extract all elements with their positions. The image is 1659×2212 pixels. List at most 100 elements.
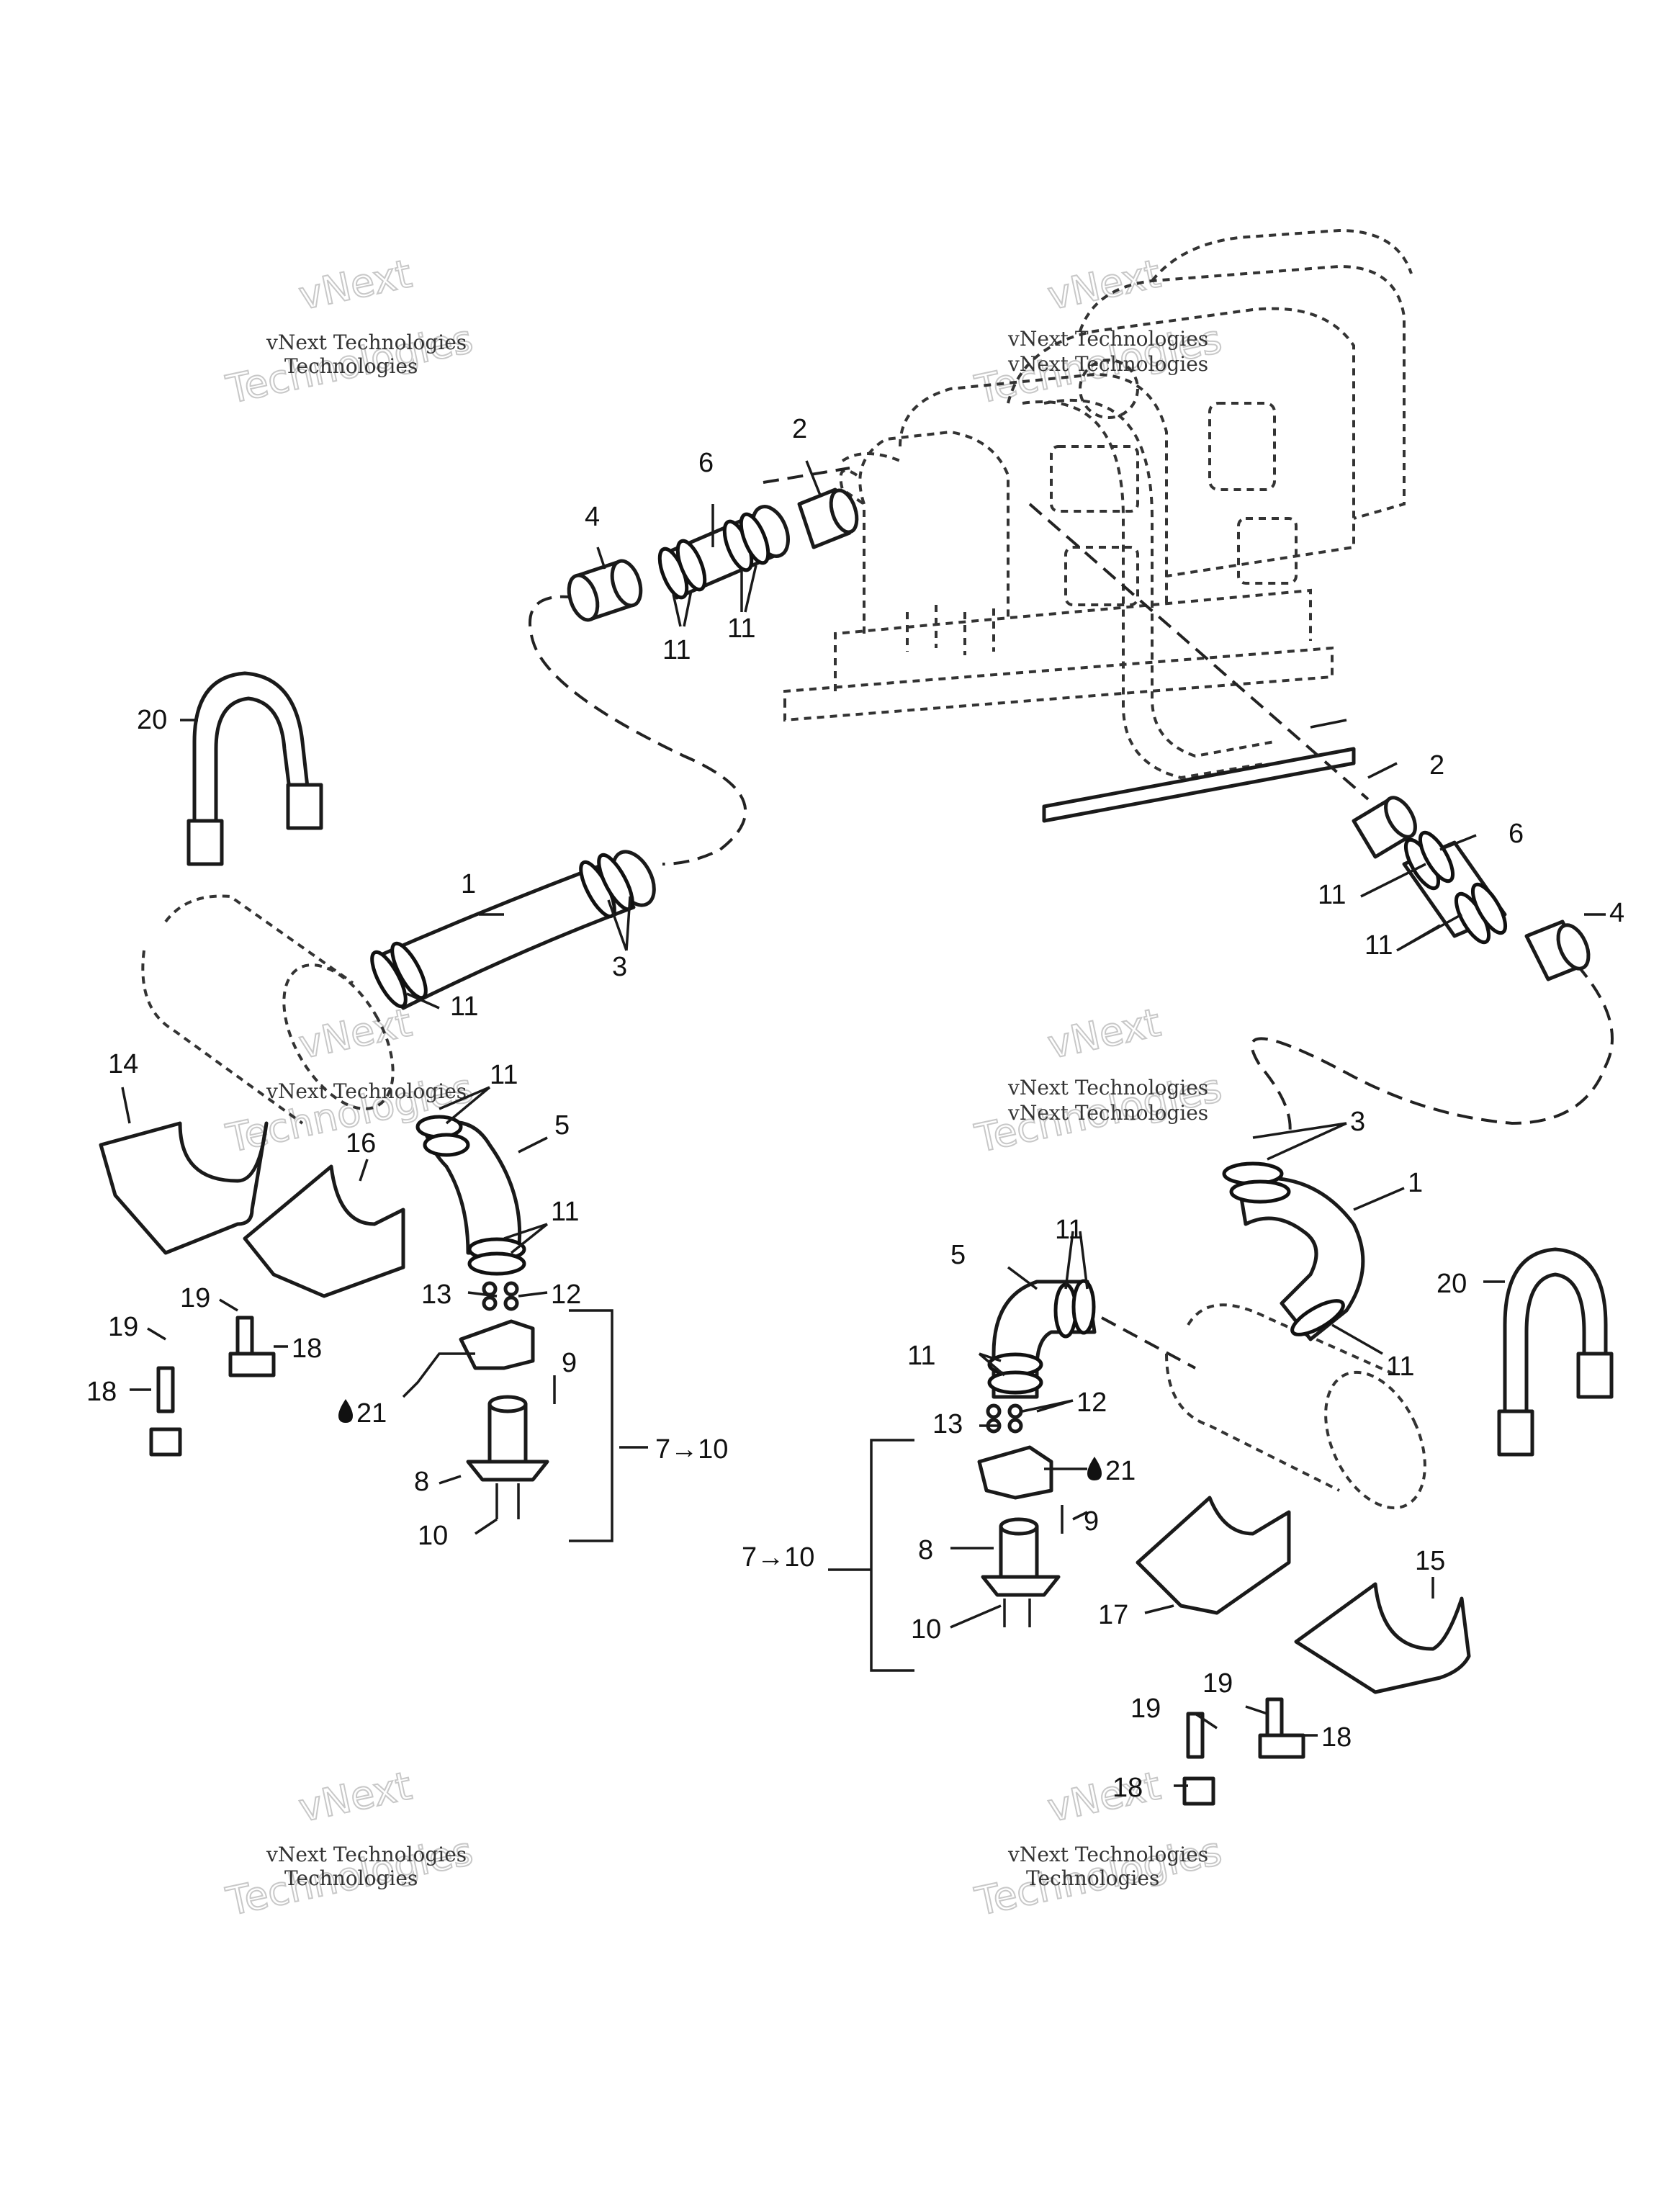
- watermark-bottom-left: vNext Technologies vNext Technologies Te…: [222, 1762, 477, 1925]
- hose-6-right: [1402, 830, 1508, 945]
- callout-5-right: 5: [950, 1240, 966, 1270]
- upper-hose-group: [567, 487, 859, 622]
- watermark-text-2: Technologies: [1026, 1866, 1159, 1890]
- watermark-text-2: vNext Technologies: [1007, 352, 1208, 376]
- watermark-top-left: vNext Technologies vNext Technologies Te…: [222, 250, 477, 413]
- hardware-left: [149, 1316, 276, 1457]
- callout-20-left: 20: [137, 705, 167, 735]
- watermark-text-2: vNext Technologies: [1007, 1101, 1208, 1125]
- right-muffler: [1165, 1303, 1426, 1510]
- callout-7-10-left: 7→10: [655, 1434, 728, 1465]
- callout-11-right-a: 11: [1318, 880, 1346, 910]
- callout-8-left: 8: [414, 1467, 429, 1497]
- watermarks: vNext Technologies vNext Technologies Te…: [222, 250, 1226, 1925]
- callout-19-left-a: 19: [108, 1312, 138, 1342]
- shield-17: [1136, 1496, 1291, 1615]
- callout-4-upper: 4: [585, 502, 600, 532]
- callout-6-right: 6: [1509, 819, 1524, 849]
- callout-20-right: 20: [1437, 1269, 1467, 1299]
- drop-icon: [1087, 1457, 1102, 1480]
- callout-19-right-a: 19: [1202, 1668, 1233, 1699]
- sleeve-2-right: [1352, 796, 1417, 859]
- callout-11-right-elbow-top: 11: [1055, 1215, 1083, 1245]
- callout-labels: 2 6 4 11 11 20 1 3 11 14 16 11 5 11 13 1…: [86, 414, 1624, 1803]
- callout-13-right: 13: [932, 1409, 963, 1439]
- callout-4-right: 4: [1609, 898, 1624, 928]
- callout-11-left-elbow-top: 11: [490, 1060, 518, 1090]
- routing-lines: [529, 467, 1614, 1370]
- callout-2-upper: 2: [792, 414, 807, 444]
- watermark-big-top: vNext: [1044, 999, 1164, 1067]
- shield-15: [1294, 1582, 1471, 1694]
- watermark-text: vNext Technologies: [266, 331, 467, 354]
- hardware-right: [1182, 1697, 1305, 1806]
- callout-11-right-elbow-bottom: 11: [907, 1341, 935, 1371]
- watermark-big-top: vNext: [295, 999, 415, 1067]
- watermark-text: vNext Technologies: [1007, 1076, 1208, 1100]
- callout-17: 17: [1098, 1600, 1128, 1630]
- callout-3-right: 3: [1350, 1107, 1365, 1137]
- callout-11-right-muffler: 11: [1386, 1352, 1414, 1382]
- svg-text:21: 21: [356, 1398, 387, 1429]
- leader-lines: [121, 460, 1606, 1787]
- watermark-text: vNext Technologies: [266, 1843, 467, 1866]
- callout-18-right-a: 18: [1321, 1722, 1352, 1753]
- watermark-big-top: vNext: [1044, 1763, 1164, 1830]
- callout-11-upper-b: 11: [727, 613, 755, 644]
- callout-18-left-b: 18: [86, 1377, 117, 1407]
- callout-19-right-b: 19: [1130, 1694, 1161, 1724]
- watermark-mid-right: vNext Technologies vNext Technologies vN…: [971, 999, 1226, 1162]
- callout-18-left-a: 18: [292, 1334, 322, 1364]
- callout-16: 16: [346, 1128, 376, 1159]
- callout-9-left: 9: [562, 1348, 577, 1378]
- fitting-kit-left: [459, 1281, 613, 1542]
- watermark-big-top: vNext: [295, 1763, 415, 1830]
- callout-6-upper: 6: [698, 448, 714, 478]
- callout-11-upper-a: 11: [662, 635, 691, 665]
- callout-2-right: 2: [1429, 750, 1444, 781]
- callout-11-left-muffler: 11: [450, 992, 478, 1022]
- hose-1-right: [1222, 1161, 1365, 1341]
- callout-5-left: 5: [554, 1110, 570, 1141]
- callout-1-left: 1: [461, 869, 476, 899]
- elbow-5-left: [415, 1115, 526, 1276]
- callout-21-right: 21: [1087, 1456, 1136, 1486]
- watermark-text-2: Technologies: [284, 354, 418, 378]
- watermark-text: vNext Technologies: [1007, 1843, 1208, 1866]
- callout-12-left: 12: [551, 1280, 581, 1310]
- callout-10-left: 10: [418, 1521, 448, 1551]
- svg-text:21: 21: [1105, 1456, 1136, 1486]
- strap-20-left: [186, 671, 323, 866]
- callout-13-left: 13: [421, 1280, 451, 1310]
- engine-outline: [783, 228, 1413, 823]
- callout-21-left: 21: [338, 1398, 387, 1429]
- callout-19-left-b: 19: [180, 1283, 210, 1313]
- watermark-big-top: vNext: [1044, 251, 1164, 318]
- callout-10-right: 10: [911, 1614, 941, 1645]
- watermark-text: vNext Technologies: [1007, 327, 1208, 351]
- callout-12-right: 12: [1076, 1388, 1107, 1418]
- sleeve-4-right: [1524, 920, 1591, 981]
- callout-11-right-b: 11: [1364, 930, 1393, 961]
- drop-icon: [338, 1399, 353, 1423]
- callout-9-right: 9: [1084, 1506, 1099, 1537]
- watermark-text: vNext Technologies: [266, 1079, 467, 1103]
- callout-14: 14: [108, 1049, 138, 1079]
- right-hose-group: [1352, 796, 1591, 981]
- callout-1-right: 1: [1408, 1168, 1423, 1198]
- callout-11-left-elbow-bottom: 11: [551, 1197, 579, 1227]
- hose-1-left: [370, 850, 656, 1010]
- watermark-big-top: vNext: [295, 251, 415, 318]
- sleeve-4-upper: [567, 559, 643, 622]
- shield-14: [99, 1121, 269, 1255]
- hose-6-upper: [657, 505, 790, 600]
- left-muffler: [141, 894, 395, 1125]
- elbow-5-right: [987, 1279, 1097, 1399]
- callout-8-right: 8: [918, 1535, 933, 1565]
- watermark-top-right: vNext Technologies vNext Technologies vN…: [971, 250, 1226, 413]
- sleeve-2-upper: [797, 487, 859, 549]
- callout-15: 15: [1415, 1546, 1445, 1576]
- callout-3-left: 3: [612, 952, 627, 982]
- callout-7-10-right: 7→10: [742, 1542, 814, 1573]
